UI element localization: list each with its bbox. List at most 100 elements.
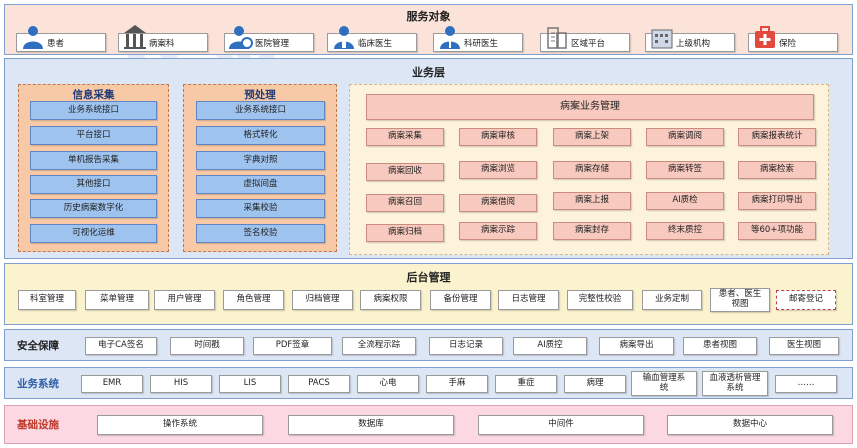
pre-item: 采集校验 [196, 199, 325, 218]
system-item: 病理 [564, 375, 626, 393]
infra-title: 基础设施 [17, 419, 59, 431]
mgmt-item: 病案报表统计 [738, 128, 816, 146]
backend-item: 菜单管理 [85, 290, 149, 310]
mgmt-item: 病案采集 [366, 128, 444, 146]
system-item: PACS [288, 375, 350, 393]
info-item: 单机报告采集 [30, 151, 157, 170]
infra-item: 数据中心 [667, 415, 833, 435]
security-item: 电子CA签名 [85, 337, 157, 355]
systems-band: 业务系统 EMR HIS LIS PACS 心电 手麻 重症 病理 输血管理系统… [4, 367, 853, 399]
info-item: 可视化运维 [30, 224, 157, 243]
system-item: EMR [81, 375, 143, 393]
pre-item: 业务系统接口 [196, 101, 325, 120]
backend-item: 患者、医生视图 [710, 288, 770, 312]
preprocessing-panel: 预处理 业务系统接口 格式转化 字典对照 虚拟间盘 采集校验 签名校验 [183, 84, 337, 252]
infra-item: 操作系统 [97, 415, 263, 435]
system-item: 输血管理系统 [631, 371, 697, 396]
systems-title: 业务系统 [17, 377, 59, 390]
service-item-superior-org: 上级机构 [645, 29, 735, 52]
info-item: 业务系统接口 [30, 101, 157, 120]
infra-item: 数据库 [288, 415, 454, 435]
backend-item: 完整性校验 [567, 290, 633, 310]
mgmt-item: 病案回收 [366, 163, 444, 181]
service-item-hospital-management: 医院管理 [224, 26, 314, 52]
backend-item: 备份管理 [430, 290, 491, 310]
service-item-regional-platform: 区域平台 [540, 27, 630, 52]
mgmt-item: 病案示踪 [459, 222, 537, 240]
manager-icon [229, 26, 253, 49]
organization-icon [651, 29, 673, 49]
mgmt-item: 病案打印导出 [738, 192, 816, 210]
infrastructure-band: 基础设施 操作系统 数据库 中间件 数据中心 [4, 405, 853, 444]
security-item: 日志记录 [429, 337, 503, 355]
security-item: 患者视图 [683, 337, 757, 355]
mgmt-item: 病案上报 [553, 192, 631, 210]
mgmt-item: 等60+项功能 [738, 222, 816, 240]
mgmt-item: 病案转签 [646, 161, 724, 179]
mgmt-item: 病案封存 [553, 222, 631, 240]
info-item: 其他接口 [30, 175, 157, 194]
system-item: 重症 [495, 375, 557, 393]
service-item-researcher: 科研医生 [433, 26, 523, 52]
platform-icon [547, 27, 567, 49]
system-item: LIS [219, 375, 281, 393]
pre-item: 虚拟间盘 [196, 175, 325, 194]
system-item: HIS [150, 375, 212, 393]
mgmt-item: 终末质控 [646, 222, 724, 240]
backend-item: 病案权限 [360, 290, 421, 310]
infra-item: 中间件 [478, 415, 644, 435]
info-item: 平台接口 [30, 126, 157, 145]
building-icon [124, 25, 146, 49]
service-title: 服务对象 [406, 10, 451, 23]
security-item: 医生视图 [769, 337, 839, 355]
backend-item: 角色管理 [223, 290, 284, 310]
mgmt-item: 病案审核 [459, 128, 537, 146]
info-item: 历史病案数字化 [30, 199, 157, 218]
preprocessing-title: 预处理 [244, 89, 276, 101]
backend-item: 业务定制 [642, 290, 702, 310]
security-title: 安全保障 [17, 339, 59, 352]
pre-item: 字典对照 [196, 151, 325, 170]
case-management-title: 病案业务管理 [366, 94, 814, 120]
security-item: 全流程示踪 [342, 337, 416, 355]
backend-title: 后台管理 [406, 271, 451, 284]
patient-icon [23, 26, 43, 49]
mgmt-item: 病案浏览 [459, 161, 537, 179]
security-item: AI质控 [513, 337, 587, 355]
security-item: 病案导出 [599, 337, 674, 355]
pre-item: 格式转化 [196, 126, 325, 145]
researcher-icon [440, 26, 460, 49]
info-collection-panel: 信息采集 业务系统接口 平台接口 单机报告采集 其他接口 历史病案数字化 可视化… [18, 84, 169, 252]
backend-item: 科室管理 [18, 290, 76, 310]
system-item: 血液透析管理系统 [702, 371, 768, 396]
pre-item: 签名校验 [196, 224, 325, 243]
info-collection-title: 信息采集 [72, 89, 115, 101]
backend-band: 后台管理 科室管理 菜单管理 用户管理 角色管理 归档管理 病案权限 备份管理 … [4, 263, 853, 325]
service-item-clinician: 临床医生 [327, 26, 417, 52]
backend-item: 用户管理 [154, 290, 215, 310]
service-band: 服务对象 患者 病案科 医院管理 临床医生 科研医生 区域平台 上级机构 保险 [4, 4, 853, 55]
backend-item: 归档管理 [292, 290, 353, 310]
mgmt-item: AI质检 [646, 192, 724, 210]
mgmt-item: 病案存储 [553, 161, 631, 179]
mgmt-item: 病案借阅 [459, 194, 537, 212]
security-item: 时间戳 [170, 337, 244, 355]
security-band: 安全保障 电子CA签名 时间戳 PDF签章 全流程示踪 日志记录 AI质控 病案… [4, 329, 853, 361]
mgmt-item: 病案上架 [553, 128, 631, 146]
mgmt-item: 病案归档 [366, 224, 444, 242]
service-item-insurance: 保险 [748, 26, 838, 52]
system-item: 手麻 [426, 375, 488, 393]
case-management-panel: 病案业务管理 病案采集 病案审核 病案上架 病案调阅 病案报表统计 病案回收 病… [349, 84, 829, 255]
backend-item-mail-registration: 邮寄登记 [776, 290, 836, 310]
mgmt-item: 病案检索 [738, 161, 816, 179]
doctor-icon [334, 26, 354, 49]
backend-item: 日志管理 [498, 290, 559, 310]
medical-kit-icon [755, 26, 775, 48]
mgmt-item: 病案召回 [366, 194, 444, 212]
system-item-more: …… [775, 375, 837, 393]
mgmt-item: 病案调阅 [646, 128, 724, 146]
system-item: 心电 [357, 375, 419, 393]
security-item: PDF签章 [253, 337, 332, 355]
service-item-patient: 患者 [16, 26, 106, 52]
service-item-records: 病案科 [118, 25, 208, 52]
